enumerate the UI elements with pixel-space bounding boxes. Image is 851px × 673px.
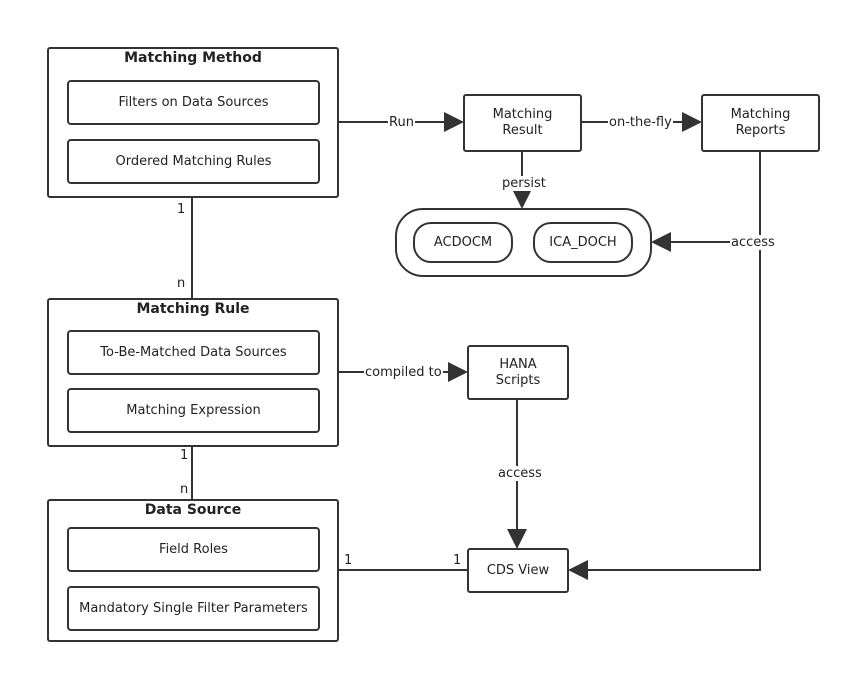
hana-scripts-line1: HANA [499, 356, 537, 372]
table-ica-doch[interactable]: ICA_DOCH [533, 222, 633, 263]
ordered-matching-rules[interactable]: Ordered Matching Rules [67, 139, 320, 184]
mult-source-cds-left: 1 [344, 553, 353, 568]
matching-result-line1: Matching [492, 107, 553, 122]
mandatory-single-filter-parameters[interactable]: Mandatory Single Filter Parameters [67, 586, 320, 631]
hana-scripts-line2: Scripts [495, 372, 541, 388]
edge-label-run: Run [388, 115, 415, 130]
matching-method-title: Matching Method [124, 50, 262, 66]
mult-method-rule-top: 1 [177, 202, 186, 217]
matching-reports-line2: Reports [735, 123, 786, 138]
field-roles[interactable]: Field Roles [67, 527, 320, 572]
data-source-title: Data Source [144, 502, 242, 518]
matching-result-line2: Result [502, 123, 543, 138]
edge-label-persist: persist [501, 176, 547, 191]
matching-rule-title: Matching Rule [136, 301, 250, 317]
matching-reports-node[interactable]: Matching Reports [701, 94, 820, 152]
filters-on-data-sources[interactable]: Filters on Data Sources [67, 80, 320, 125]
data-source-box[interactable]: Data Source Field Roles Mandatory Single… [47, 499, 339, 642]
mult-rule-source-bottom: n [180, 482, 189, 497]
edge-label-access-reports: access [730, 235, 776, 250]
mult-source-cds-right: 1 [453, 553, 462, 568]
mult-rule-source-top: 1 [180, 448, 189, 463]
mult-method-rule-bottom: n [177, 276, 186, 291]
edge-label-on-the-fly: on-the-fly [608, 115, 673, 130]
cds-view-label: CDS View [486, 562, 550, 578]
edge-access-tables [651, 152, 761, 252]
matching-method-box[interactable]: Matching Method Filters on Data Sources … [47, 47, 339, 198]
cds-view-node[interactable]: CDS View [467, 548, 569, 593]
edge-access-cds [568, 242, 761, 580]
matching-expression[interactable]: Matching Expression [67, 388, 320, 433]
matching-reports-line1: Matching [730, 107, 791, 122]
edge-label-access-hana: access [497, 466, 543, 481]
matching-result-node[interactable]: Matching Result [463, 94, 582, 152]
to-be-matched-data-sources[interactable]: To-Be-Matched Data Sources [67, 330, 320, 375]
edge-label-compiled-to: compiled to [364, 365, 443, 380]
table-acdocm[interactable]: ACDOCM [413, 222, 513, 263]
hana-scripts-node[interactable]: HANA Scripts [467, 345, 569, 400]
matching-rule-box[interactable]: Matching Rule To-Be-Matched Data Sources… [47, 298, 339, 447]
